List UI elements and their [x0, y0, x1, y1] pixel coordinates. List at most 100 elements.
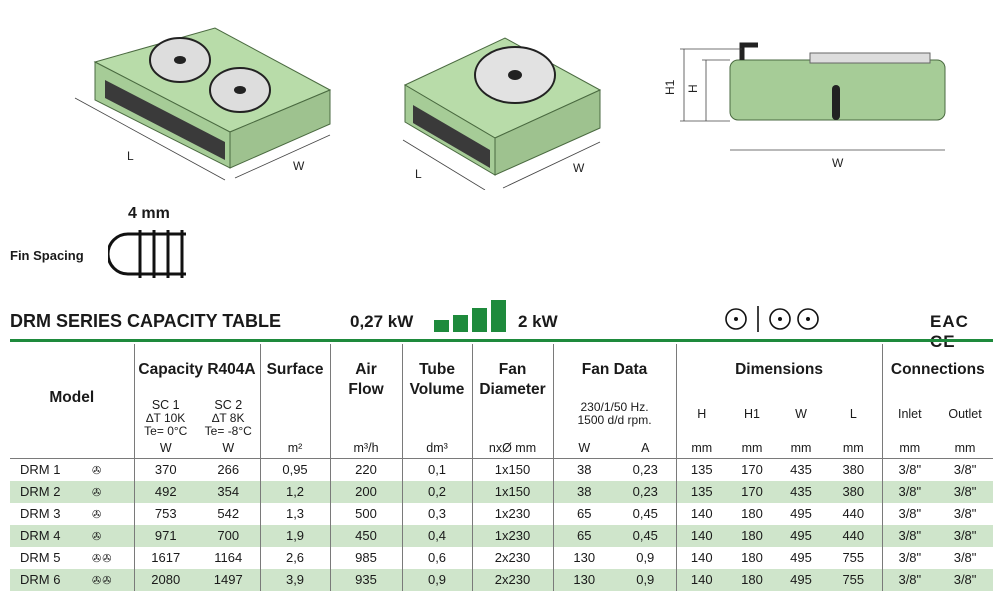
cell-h: 135 — [675, 458, 728, 481]
cell-h: 140 — [675, 502, 728, 525]
model-cell: DRM 3✇ — [20, 506, 103, 521]
cell-sc2: 542 — [217, 506, 240, 521]
cell-fan_d: 1x150 — [471, 480, 554, 503]
cell-air: 450 — [329, 524, 403, 547]
fan-icon: ✇ — [92, 531, 103, 543]
cell-air: 220 — [329, 458, 403, 481]
fan-grille-icon — [149, 37, 211, 83]
unit-fan-d: nxØ mm — [471, 438, 554, 459]
unit-l: mm — [825, 438, 883, 459]
fan-icon: ✇ — [92, 465, 103, 477]
cell-outlet: 3/8" — [953, 506, 977, 521]
unit-surface: m² — [259, 438, 331, 459]
cell-surface: 3,9 — [259, 568, 331, 591]
cell-surface: 2,6 — [259, 546, 331, 569]
cell-inlet: 3/8" — [881, 568, 938, 591]
cell-outlet: 3/8" — [937, 480, 994, 503]
cell-inlet: 3/8" — [881, 524, 938, 547]
cell-surface: 1,2 — [259, 480, 331, 503]
col-outlet: Outlet — [948, 407, 982, 421]
unit-fan-w: W — [552, 438, 616, 459]
cell-h1: 180 — [741, 506, 763, 521]
cell-h: 140 — [675, 546, 728, 569]
cell-fan_w: 65 — [552, 524, 616, 547]
unit-sc1: W — [133, 438, 197, 459]
cell-sc2: 700 — [197, 524, 261, 547]
col-dimensions: Dimensions — [675, 344, 883, 390]
dim-label-l: L — [127, 149, 134, 163]
cell-fan_d: 1x230 — [471, 524, 554, 547]
unit-sc2: W — [197, 438, 261, 459]
dim-label-w: W — [573, 161, 585, 175]
fin-spacing-icon — [108, 230, 186, 278]
cell-surface: 1,3 — [259, 502, 331, 525]
col-l: L — [849, 407, 857, 421]
col-fan-spec: 230/1/50 Hz.1500 d/d rpm. — [552, 390, 677, 438]
col-inlet: Inlet — [881, 390, 938, 438]
cell-h1: 180 — [727, 524, 778, 547]
dim-label-h1: H1 — [663, 79, 677, 95]
cell-fan_w: 38 — [552, 480, 616, 503]
cell-sc1: 492 — [133, 480, 197, 503]
model-cell: DRM 2✇ — [10, 480, 134, 503]
cell-h: 140 — [675, 524, 728, 547]
cell-inlet: 3/8" — [881, 502, 938, 525]
unit-outlet: mm — [937, 438, 994, 459]
fan-grille-icon — [209, 67, 271, 113]
cell-l: 755 — [825, 568, 883, 591]
cell-tube: 0,2 — [401, 480, 473, 503]
cell-fan_d: 1x230 — [471, 502, 554, 525]
cell-w: 495 — [790, 506, 812, 521]
cell-outlet: 3/8" — [953, 462, 977, 477]
capacity-min: 0,27 kW — [350, 312, 414, 331]
cell-w: 495 — [790, 550, 812, 565]
dim-label-h: H — [686, 84, 700, 93]
cell-h1: 170 — [727, 480, 778, 503]
fan-grille-icon — [474, 46, 556, 104]
col-fan-data: Fan Data — [552, 344, 677, 390]
cell-sc1: 971 — [133, 524, 197, 547]
cell-w: 495 — [777, 524, 826, 547]
cell-inlet: 3/8" — [881, 458, 938, 481]
cell-tube: 0,4 — [401, 524, 473, 547]
fan-icon: ✇✇ — [92, 575, 113, 587]
cell-air: 200 — [329, 480, 403, 503]
unit-h1: mm — [727, 438, 778, 459]
capacity-bars-icon — [434, 300, 506, 332]
col-surface: Surface — [259, 344, 331, 438]
col-w: W — [795, 407, 807, 421]
cell-surface: 0,95 — [259, 458, 331, 481]
cell-l: 380 — [825, 480, 883, 503]
cell-w: 495 — [777, 568, 826, 591]
col-h1: H1 — [744, 407, 760, 421]
cell-fan_d: 1x150 — [471, 458, 554, 481]
col-capacity: Capacity R404A — [133, 344, 261, 390]
cell-inlet: 3/8" — [881, 546, 938, 569]
cell-l: 755 — [842, 550, 865, 565]
fan-count-icons — [725, 306, 819, 332]
unit-two-fan-illustration: L W — [74, 27, 332, 181]
cell-sc1: 370 — [133, 458, 197, 481]
cell-l: 440 — [842, 506, 865, 521]
cell-tube: 0,1 — [401, 458, 473, 481]
unit-air-flow: m³/h — [329, 438, 403, 459]
cell-fan_a: 0,23 — [615, 480, 677, 503]
cell-tube: 0,9 — [401, 568, 473, 591]
unit-one-fan-illustration: L W — [402, 37, 602, 190]
unit-h: mm — [675, 438, 728, 459]
cell-sc2: 354 — [197, 480, 261, 503]
cell-air: 985 — [329, 546, 403, 569]
fan-icon: ✇ — [92, 509, 103, 521]
cell-h1: 170 — [741, 462, 763, 477]
cell-fan_w: 38 — [552, 458, 616, 481]
cell-h1: 180 — [727, 568, 778, 591]
cell-sc2: 1164 — [214, 550, 243, 565]
